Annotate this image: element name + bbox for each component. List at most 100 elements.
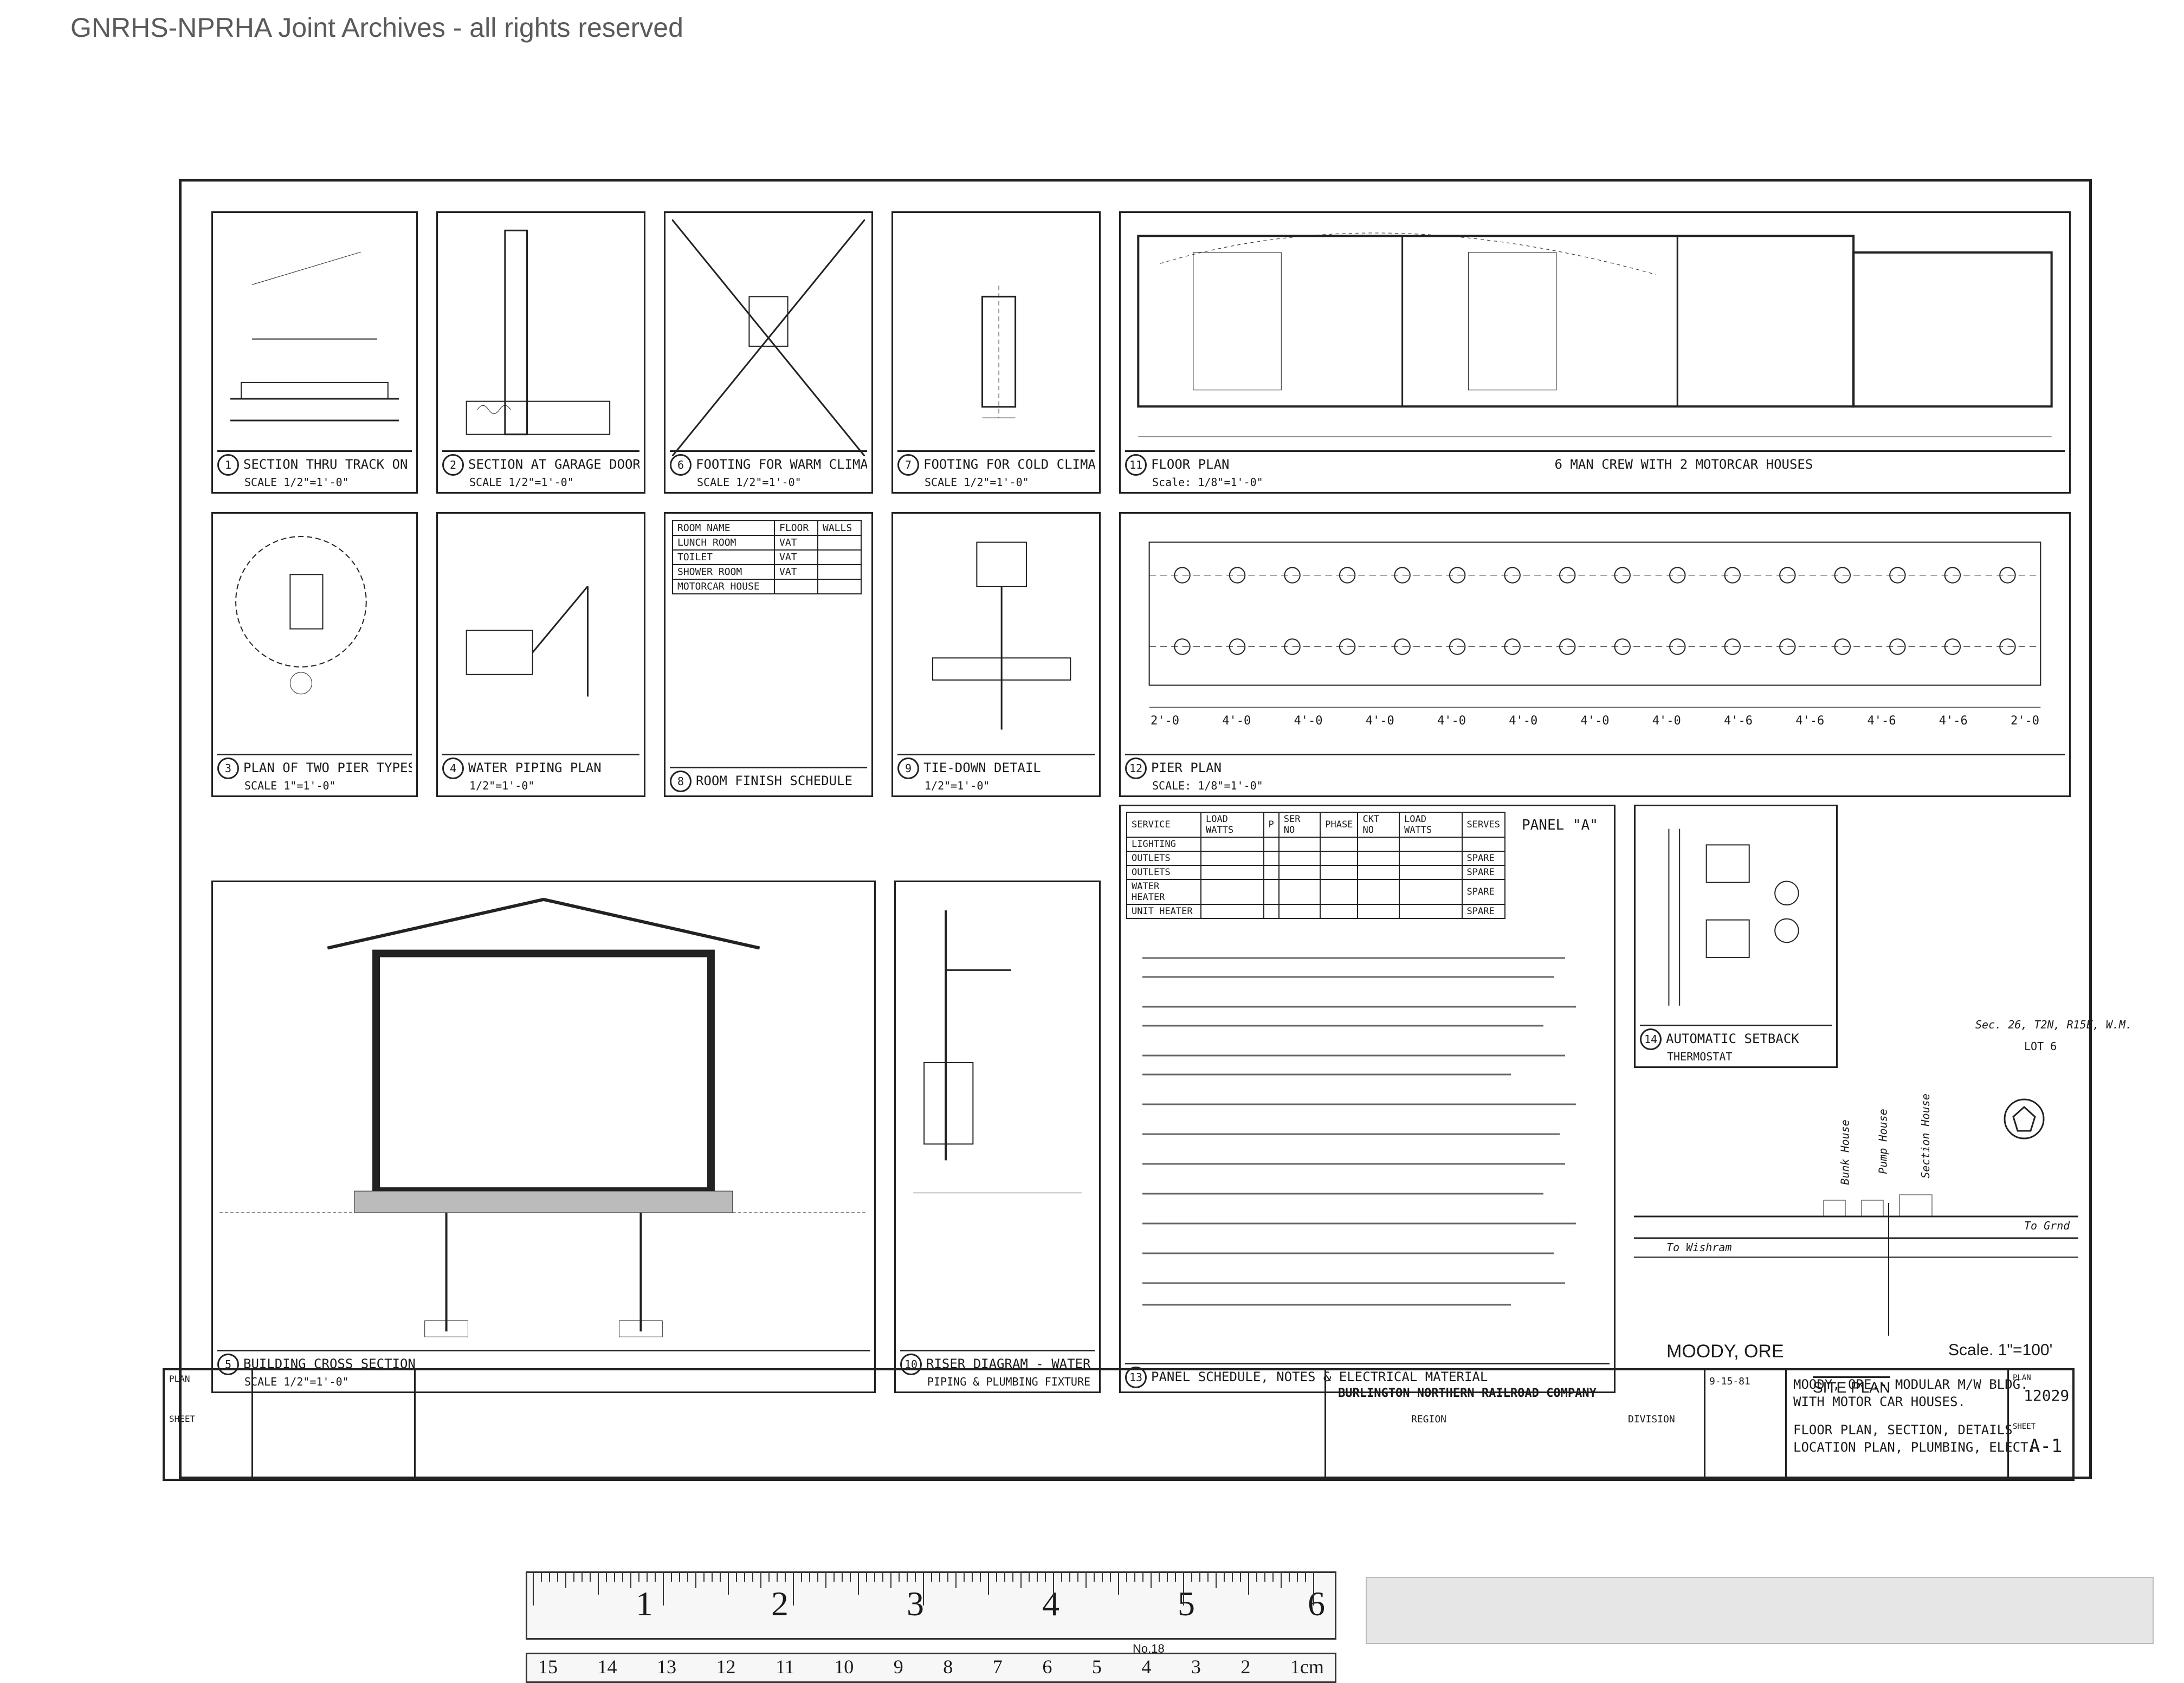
tb-title-3: FLOOR PLAN, SECTION, DETAILS xyxy=(1793,1422,2013,1438)
ruler-tick xyxy=(703,1573,705,1582)
ruler-tick xyxy=(1053,1573,1054,1606)
ruler-tick xyxy=(622,1573,623,1582)
panel-schedule: SERVICE LOAD WATTS P SER NO PHASE CKT NO… xyxy=(1119,805,1616,1393)
ps-cell: SPARE xyxy=(1461,879,1506,905)
rf-cell xyxy=(817,564,862,580)
cm-label: 5 xyxy=(1091,1656,1102,1678)
ruler-tick xyxy=(1085,1573,1087,1588)
archive-watermark: GNRHS-NPRHA Joint Archives - all rights … xyxy=(70,12,683,43)
ruler-tick xyxy=(736,1573,737,1582)
ruler-tick xyxy=(1159,1573,1160,1582)
ruler-inch-5: 5 xyxy=(1178,1584,1195,1623)
tb-plan-label: PLAN xyxy=(2013,1374,2031,1382)
tb-title-4: LOCATION PLAN, PLUMBING, ELECT. xyxy=(1793,1440,2036,1455)
cm-label: 12 xyxy=(716,1656,736,1678)
ruler-tick xyxy=(1305,1573,1306,1582)
cm-label: 4 xyxy=(1141,1656,1152,1678)
rf-header-room: ROOM NAME xyxy=(671,520,776,536)
ruler-tick xyxy=(964,1573,965,1582)
ruler-tick xyxy=(809,1573,810,1582)
tb-division: DIVISION xyxy=(1628,1414,1675,1425)
title-block: PLAN SHEET BURLINGTON NORTHERN RAILROAD … xyxy=(163,1368,2075,1481)
ruler-tick xyxy=(581,1573,583,1582)
rf-cell xyxy=(774,579,818,594)
ps-cell: SPARE xyxy=(1461,865,1506,880)
thermostat-wiring-sketch xyxy=(1668,828,1799,1006)
ruler-tick xyxy=(638,1573,639,1582)
site-to-wishram: To Wishram xyxy=(1666,1241,1732,1254)
ruler-tick xyxy=(565,1573,566,1588)
ruler-tick xyxy=(996,1573,997,1582)
ruler-tick xyxy=(541,1573,542,1582)
cm-label: 11 xyxy=(776,1656,794,1678)
ruler-tick xyxy=(1102,1573,1103,1582)
riser-sketch xyxy=(913,910,1082,1194)
rf-cell: MOTORCAR HOUSE xyxy=(671,579,776,594)
cross-section-sketch xyxy=(219,897,868,1337)
ruler-tick xyxy=(557,1573,558,1582)
ruler-tick xyxy=(1199,1573,1200,1582)
ruler-tick xyxy=(1118,1573,1119,1595)
ruler-tick xyxy=(793,1573,794,1606)
pier-dim: 2'-0 xyxy=(1151,714,1179,728)
ps-header: P xyxy=(1263,812,1280,838)
site-lot: LOT 6 xyxy=(2024,1040,2057,1053)
pier-dim: 4'-0 xyxy=(1222,714,1251,728)
site-to-grnd: To Grnd xyxy=(2024,1219,2070,1232)
ruler-tick xyxy=(817,1573,818,1582)
rf-cell: TOILET xyxy=(671,549,776,565)
ps-cell: OUTLETS xyxy=(1126,851,1201,866)
rf-cell xyxy=(817,549,862,565)
ruler-scan-strip xyxy=(1366,1577,2154,1644)
cm-label: 8 xyxy=(943,1656,953,1678)
ruler-tick xyxy=(1297,1573,1298,1582)
rf-cell: VAT xyxy=(774,549,818,565)
tb-date: 9-15-81 xyxy=(1709,1376,1750,1387)
pier-dim: 4'-6 xyxy=(1939,714,1968,728)
ruler-tick xyxy=(1029,1573,1030,1582)
pier-dim: 4'-6 xyxy=(1724,714,1753,728)
ruler-tick xyxy=(785,1573,786,1582)
ruler-tick xyxy=(549,1573,550,1582)
ruler-tick xyxy=(1037,1573,1038,1582)
cm-label: 14 xyxy=(597,1656,617,1678)
ruler-tick xyxy=(907,1573,908,1582)
ruler-tick xyxy=(533,1573,534,1606)
ruler-inch-2: 2 xyxy=(771,1584,789,1623)
detail-3-sketch xyxy=(235,536,367,695)
ps-header: CKT NO xyxy=(1357,812,1400,838)
tb-company: BURLINGTON NORTHERN RAILROAD COMPANY xyxy=(1338,1387,1597,1400)
detail-9-sketch xyxy=(932,541,1071,730)
tb-divider xyxy=(1704,1370,1705,1479)
pier-dims: 2'-0 4'-0 4'-0 4'-0 4'-0 4'-0 4'-0 4'-0 … xyxy=(1151,714,2039,728)
ruler-tick xyxy=(687,1573,688,1582)
ps-header: SERVICE xyxy=(1126,812,1201,838)
pier-dim: 4'-6 xyxy=(1795,714,1825,728)
ruler-tick xyxy=(874,1573,875,1582)
ruler-tick xyxy=(1069,1573,1070,1582)
ruler-tick xyxy=(890,1573,891,1588)
floor-plan-sketch xyxy=(1137,232,2053,437)
ruler-tick xyxy=(1232,1573,1233,1582)
ruler-tick xyxy=(1167,1573,1168,1582)
panel-label: PANEL "A" xyxy=(1522,817,1598,833)
ruler-tick xyxy=(752,1573,753,1582)
ps-cell: UNIT HEATER xyxy=(1126,904,1201,919)
ruler-tick xyxy=(915,1573,916,1582)
ps-header: PHASE xyxy=(1320,812,1359,838)
rf-cell: VAT xyxy=(774,535,818,551)
